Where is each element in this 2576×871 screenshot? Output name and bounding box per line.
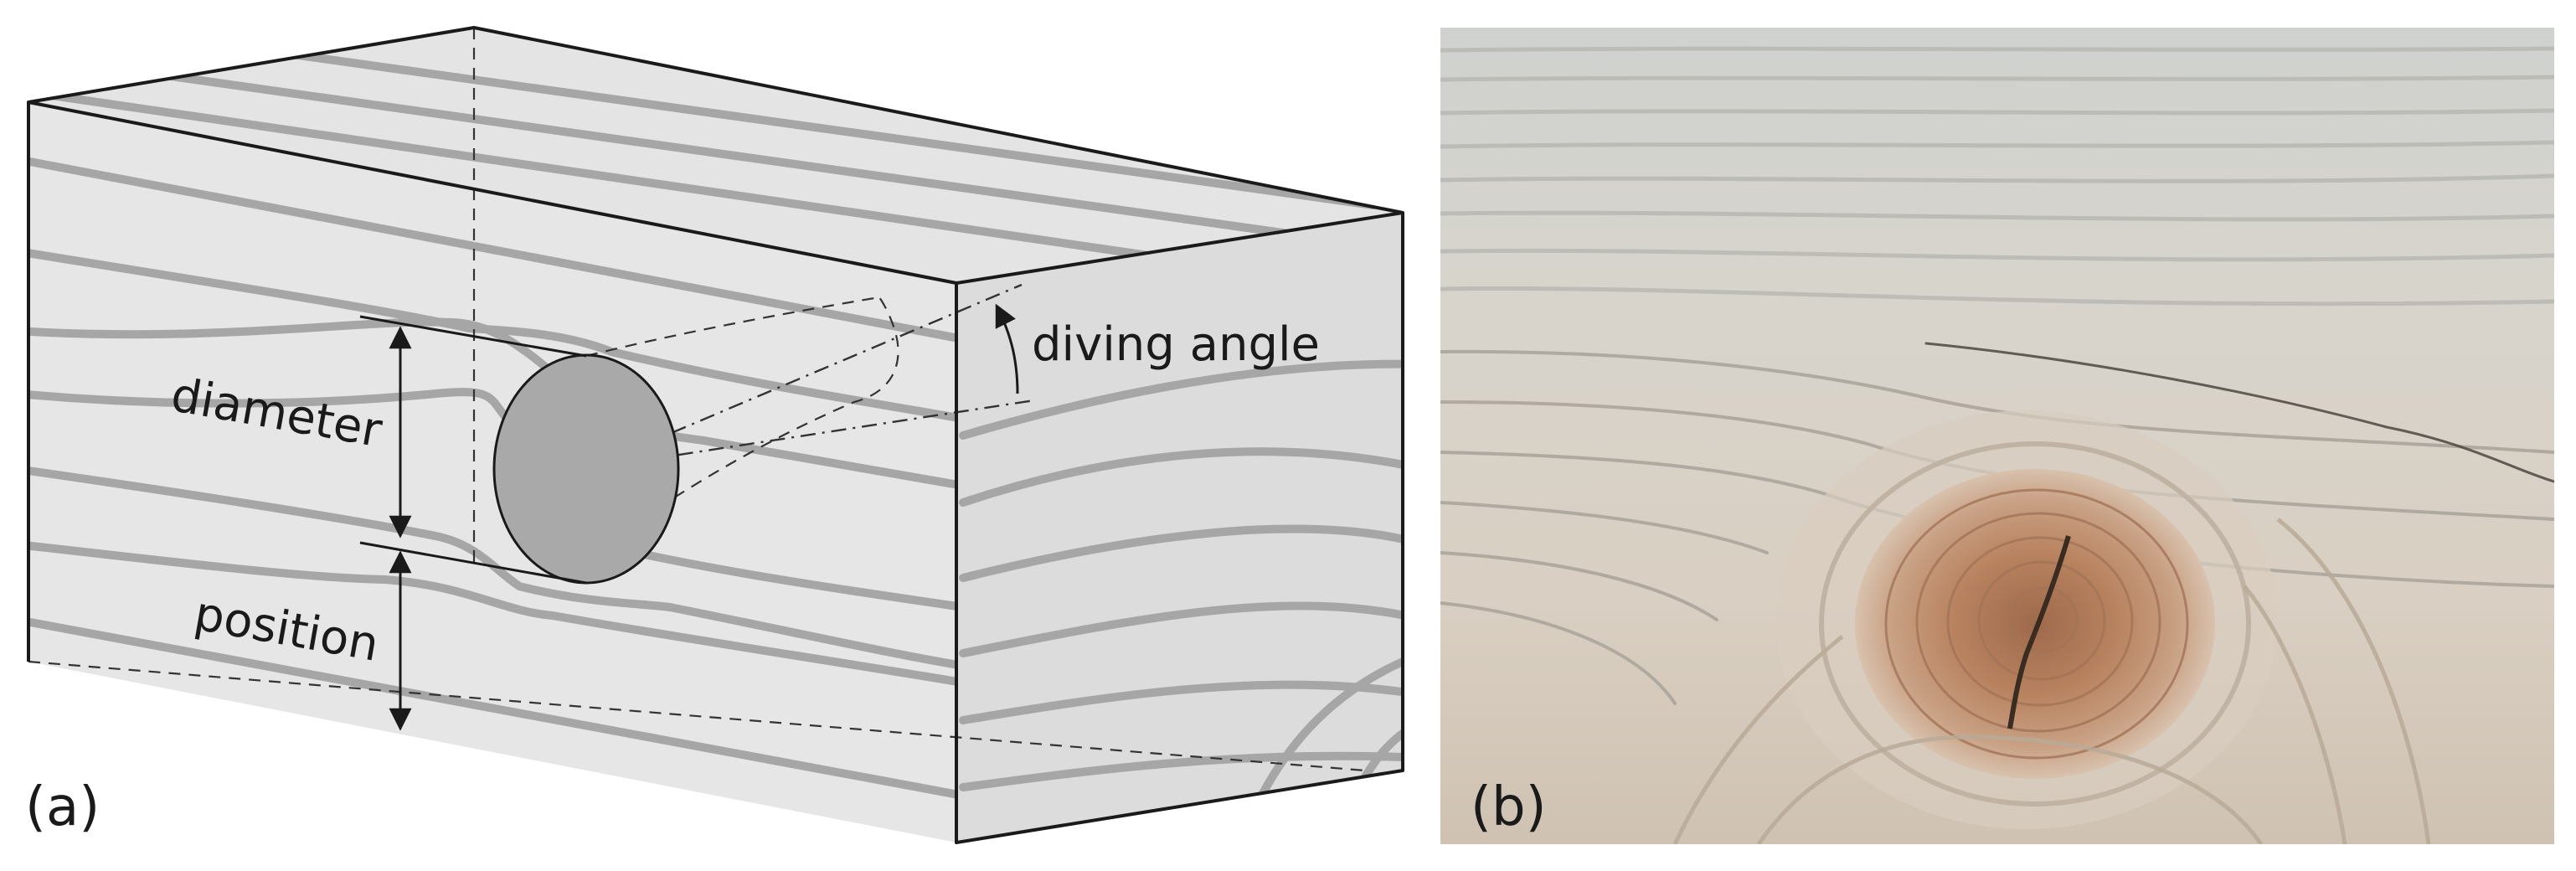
knot-cross-section: [492, 353, 680, 585]
panel-a-label: (a): [25, 776, 100, 838]
panel-a-beam: diameter position diving angle (a): [25, 26, 1404, 844]
top-grain-lines: [28, 29, 1378, 271]
panel-b-photo: (b): [1440, 28, 2554, 844]
panel-b-label: (b): [1471, 776, 1547, 838]
photo-grain: [1440, 46, 2554, 705]
diving-angle-label: diving angle: [1032, 317, 1320, 372]
diving-angle-arc: [995, 303, 1019, 394]
diameter-dimension: [359, 315, 587, 585]
beam-edges: [27, 26, 1404, 844]
photo-knot: [1672, 410, 2431, 844]
